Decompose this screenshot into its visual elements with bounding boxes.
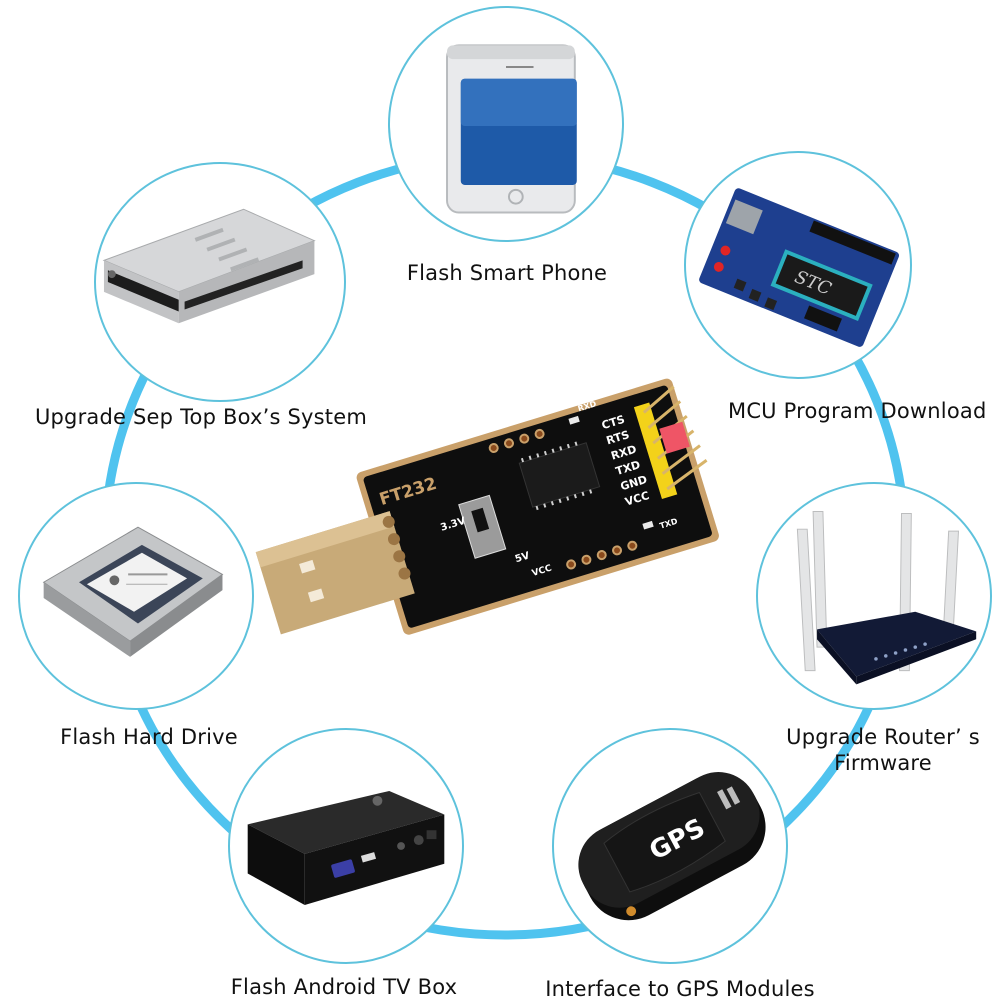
microcontroller-board-icon: STC <box>699 188 900 347</box>
usb-plug-icon <box>255 511 415 635</box>
tv-box-icon <box>247 790 445 905</box>
gps-node: GPS <box>552 728 788 964</box>
txd-led <box>642 520 654 530</box>
gps-label: Interface to GPS Modules <box>545 977 815 1001</box>
smartphone-icon <box>446 44 577 214</box>
set-top-box-icon <box>102 208 316 324</box>
router-icon <box>796 511 977 685</box>
hard-drive-node <box>18 482 254 710</box>
smart-phone-node <box>388 6 624 242</box>
rxd-led <box>568 415 580 425</box>
hard-drive-icon <box>42 526 224 657</box>
router-label-line2: Firmware <box>834 751 932 775</box>
tv-box-node <box>228 728 464 964</box>
tv-box-label: Flash Android TV Box <box>230 975 458 999</box>
voltage-label-5v: 5V <box>514 550 532 565</box>
mcu-label: MCU Program Download <box>728 399 987 423</box>
jumper-cap[interactable] <box>659 421 690 454</box>
smart-phone-label: Flash Smart Phone <box>406 261 608 285</box>
mcu-node: STC <box>684 151 912 379</box>
set-top-box-node <box>94 162 346 402</box>
pin-header[interactable] <box>633 402 678 500</box>
router-label-line1: Upgrade Router’ s <box>786 725 980 749</box>
hard-drive-label: Flash Hard Drive <box>60 725 238 749</box>
router-label: Upgrade Router’ s Firmware <box>770 724 996 776</box>
gps-module-icon: GPS <box>578 772 766 921</box>
set-top-box-label: Upgrade Sep Top Box’s System <box>34 405 368 429</box>
router-node <box>756 482 992 710</box>
